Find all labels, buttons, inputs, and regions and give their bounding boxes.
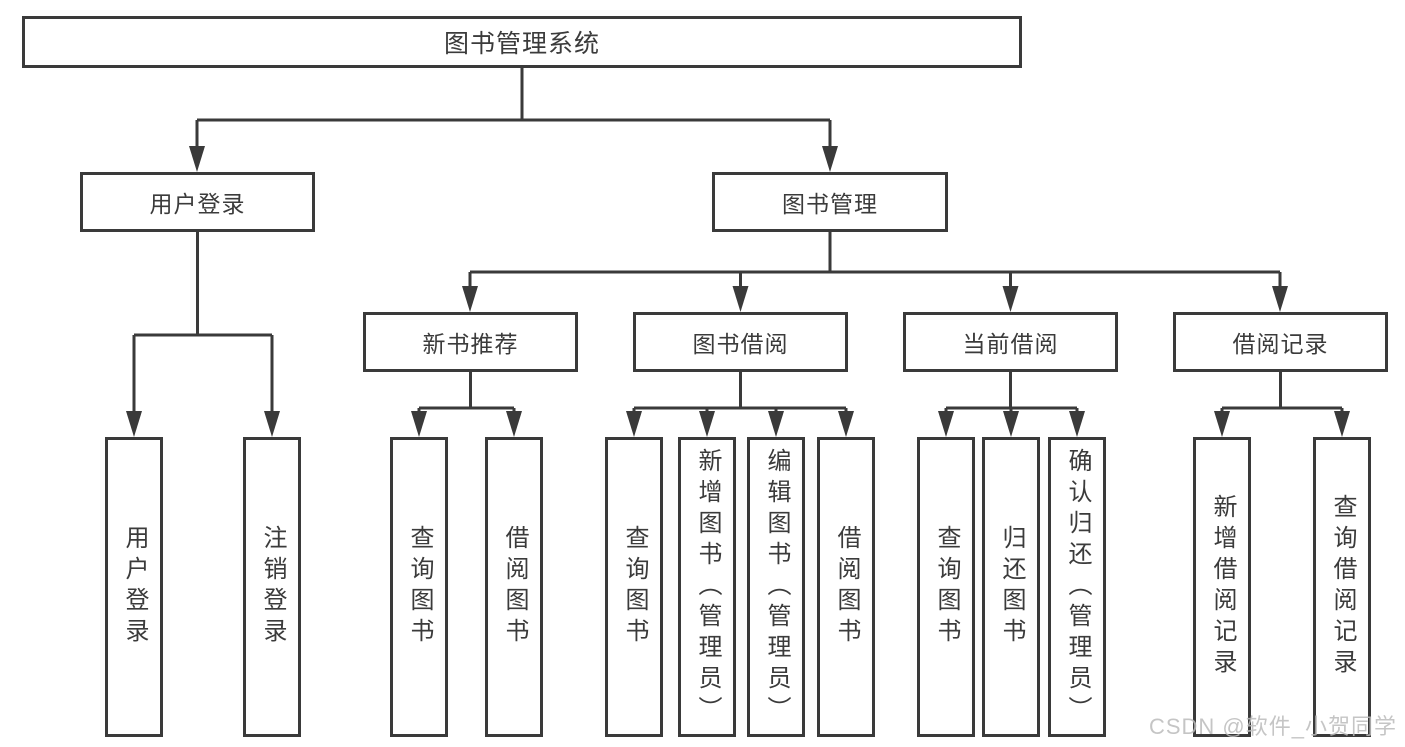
node-root: 图书管理系统 [22, 16, 1022, 68]
leaf-borrow-edit-books-admin: 编辑图书（管理员） [747, 437, 805, 737]
leaf-current-query-books-label: 查询图书 [933, 525, 960, 649]
node-current-borrow-label: 当前借阅 [962, 331, 1059, 357]
leaf-current-confirm-return-admin: 确认归还（管理员） [1048, 437, 1106, 737]
leaf-borrow-add-books-admin: 新增图书（管理员） [678, 437, 736, 737]
csdn-watermark: CSDN @软件_小贺同学 [1148, 714, 1397, 739]
leaf-current-confirm-return-admin-label: 确认归还（管理员） [1064, 447, 1091, 727]
leaf-borrow-edit-books-admin-label: 编辑图书（管理员） [763, 447, 790, 727]
leaf-borrow-query-books: 查询图书 [605, 437, 663, 737]
node-book-borrow-label: 图书借阅 [692, 331, 789, 357]
node-book-management: 图书管理 [712, 172, 948, 232]
leaf-records-query-record-label: 查询借阅记录 [1329, 494, 1356, 680]
leaf-recommend-query-books-label: 查询图书 [406, 525, 433, 649]
node-borrow-records: 借阅记录 [1173, 312, 1388, 372]
node-book-borrow: 图书借阅 [633, 312, 848, 372]
leaf-recommend-borrow-books: 借阅图书 [485, 437, 543, 737]
node-book-management-label: 图书管理 [782, 191, 878, 217]
leaf-current-return-books: 归还图书 [982, 437, 1040, 737]
node-new-book-recommend: 新书推荐 [363, 312, 578, 372]
leaf-borrow-borrow-books-label: 借阅图书 [833, 525, 860, 649]
node-user-login-label: 用户登录 [149, 191, 246, 217]
node-root-label: 图书管理系统 [443, 30, 600, 58]
leaf-current-return-books-label: 归还图书 [998, 525, 1025, 649]
leaf-user-login-label: 用户登录 [121, 525, 148, 649]
node-current-borrow: 当前借阅 [903, 312, 1118, 372]
node-user-login: 用户登录 [80, 172, 315, 232]
leaf-borrow-borrow-books: 借阅图书 [817, 437, 875, 737]
leaf-records-add-record: 新增借阅记录 [1193, 437, 1251, 737]
leaf-borrow-query-books-label: 查询图书 [621, 525, 648, 649]
leaf-logout-label: 注销登录 [259, 525, 286, 649]
leaf-records-add-record-label: 新增借阅记录 [1209, 494, 1236, 680]
node-new-book-recommend-label: 新书推荐 [422, 331, 519, 357]
node-borrow-records-label: 借阅记录 [1232, 331, 1329, 357]
leaf-logout: 注销登录 [243, 437, 301, 737]
leaf-user-login: 用户登录 [105, 437, 163, 737]
leaf-recommend-query-books: 查询图书 [390, 437, 448, 737]
leaf-recommend-borrow-books-label: 借阅图书 [501, 525, 528, 649]
leaf-current-query-books: 查询图书 [917, 437, 975, 737]
leaf-records-query-record: 查询借阅记录 [1313, 437, 1371, 737]
leaf-borrow-add-books-admin-label: 新增图书（管理员） [694, 447, 721, 727]
